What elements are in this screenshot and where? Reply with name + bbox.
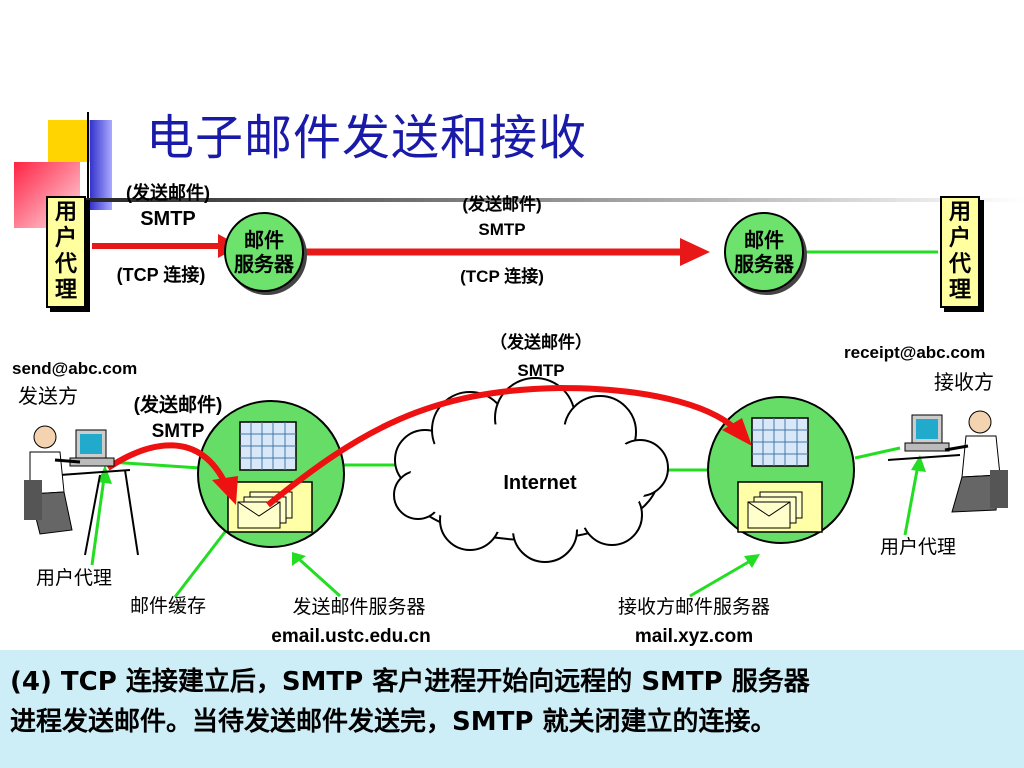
caption-line-1: (4) TCP 连接建立后，SMTP 客户进程开始向远程的 SMTP 服务器 — [10, 667, 810, 697]
deco-square-blue — [90, 120, 112, 210]
ua-right-label: 用户代理 — [880, 537, 957, 558]
ua-right-char: 用 — [948, 200, 971, 225]
send-server-domain: email.ustc.edu.cn — [271, 626, 431, 647]
pointer-ua-right — [903, 464, 920, 536]
arrow-pc-to-send-server-head — [212, 476, 238, 505]
internet-label: Internet — [503, 472, 577, 494]
sender-person-icon — [24, 425, 139, 556]
label-left-smtp: SMTP — [140, 208, 196, 230]
mail-server-circle-right: 邮件 服务器 — [724, 212, 804, 292]
caption-line-2: 进程发送邮件。当待发送邮件发送完，SMTP 就关闭建立的连接。 — [10, 707, 777, 737]
label-mid-send: (发送邮件) — [462, 195, 542, 214]
mail-server-circle-left: 邮件 服务器 — [224, 212, 304, 292]
pointer-ua-right-head — [911, 455, 926, 472]
ua-left-char: 用 — [54, 200, 77, 225]
recv-server-domain: mail.xyz.com — [634, 626, 754, 647]
label-mid-smtp: SMTP — [478, 220, 526, 239]
ua-left-char: 户 — [54, 226, 77, 251]
pointer-ua-left — [90, 477, 106, 566]
arrow-server-to-server-head — [680, 238, 710, 266]
label-relay-smtp: SMTP — [517, 361, 565, 380]
recv-mail-server — [707, 396, 855, 544]
arrow-relay-head — [722, 418, 752, 446]
ua-right-char: 代 — [948, 252, 971, 277]
arrow-pc-to-send-server — [106, 442, 229, 487]
label-relay-mail: （发送邮件） — [490, 333, 592, 352]
pointer-ua-left-head — [98, 465, 112, 484]
ua-left-char: 代 — [54, 252, 77, 277]
send-mail-server — [197, 400, 345, 548]
sender-email: send@abc.com — [12, 359, 138, 378]
receiver-person-icon — [887, 410, 1008, 513]
title-underline — [70, 198, 1024, 202]
label-mid-tcp: (TCP 连接) — [460, 267, 544, 286]
receiver-label: 接收方 — [934, 372, 994, 394]
pointer-mail-buffer — [173, 527, 230, 598]
pointer-send-server — [298, 558, 342, 598]
server-left-line: 服务器 — [234, 252, 294, 276]
ua-left-char: 理 — [54, 278, 77, 303]
server-right-line: 邮件 — [744, 228, 784, 252]
ua-left-label: 用户代理 — [36, 568, 113, 589]
recv-server-label: 接收方邮件服务器 — [617, 597, 770, 618]
page-title: 电子邮件发送和接收 — [146, 112, 588, 165]
caption-box: (4) TCP 连接建立后，SMTP 客户进程开始向远程的 SMTP 服务器 进… — [0, 650, 1024, 768]
pointer-recv-server-head — [744, 554, 760, 568]
ua-right-char: 户 — [948, 226, 971, 251]
ua-right-char: 理 — [948, 278, 971, 303]
label-send-mail: (发送邮件) — [133, 395, 223, 416]
mail-buffer-label: 邮件缓存 — [130, 596, 207, 617]
arrow-relay-to-recv-server — [266, 384, 741, 508]
line-pc-to-send-server — [109, 460, 201, 470]
pointer-recv-server — [689, 558, 753, 598]
internet-cloud — [393, 377, 669, 563]
server-left-line: 邮件 — [244, 228, 284, 252]
caption-text: (4) TCP 连接建立后，SMTP 客户进程开始向远程的 SMTP 服务器 进… — [10, 662, 1014, 742]
label-left-tcp: (TCP 连接) — [116, 265, 206, 285]
sender-label: 发送方 — [18, 386, 78, 408]
line-recv-server-to-pc — [854, 446, 901, 460]
receiver-email: receipt@abc.com — [844, 343, 986, 362]
ua-box-left: 用 户 代 理 — [46, 196, 86, 308]
send-server-label: 发送邮件服务器 — [292, 597, 426, 618]
deco-square-yellow — [48, 120, 90, 162]
label-send-smtp: SMTP — [151, 421, 205, 442]
server-right-line: 服务器 — [734, 252, 794, 276]
label-left-send: (发送邮件) — [126, 183, 210, 203]
ua-box-right: 用 户 代 理 — [940, 196, 980, 308]
pointer-send-server-head — [292, 552, 306, 566]
